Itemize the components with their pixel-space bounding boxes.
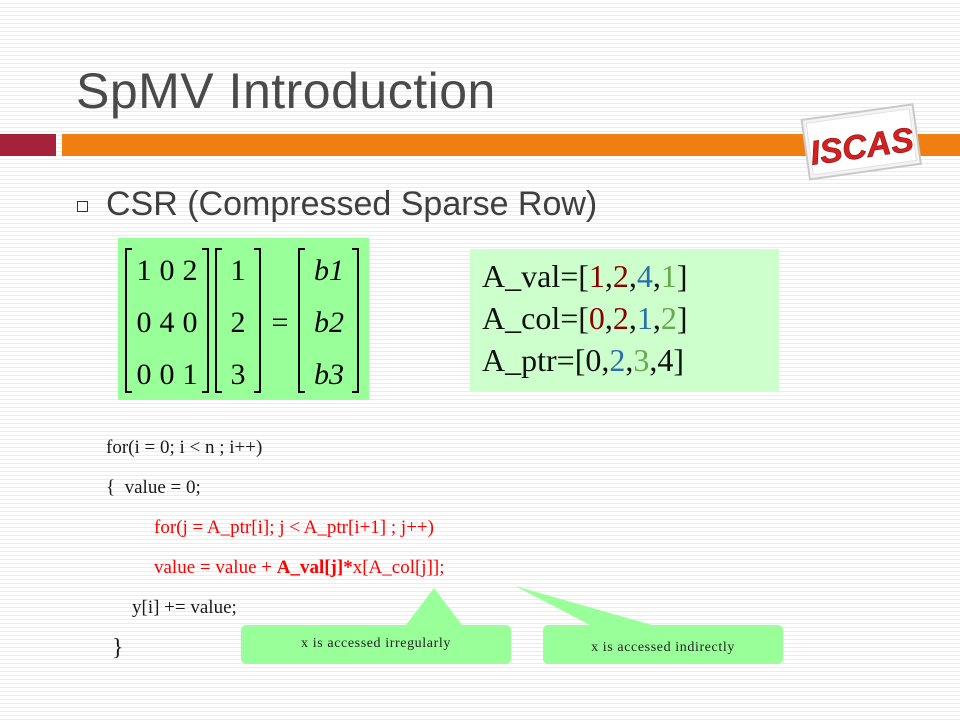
callout-pointer-indirect	[515, 586, 652, 625]
array-close: ]	[676, 258, 688, 294]
array-item: 2	[612, 258, 629, 294]
callout-box-indirect	[543, 625, 783, 664]
matrix-a-cell: 0	[137, 306, 152, 339]
matrix-equation: 1 0 2 0 4 0 0 0 1 1 2 3 = b1 b2 b3	[118, 238, 369, 400]
array-name: A_col=[	[482, 300, 589, 336]
code-line-inner-loop: for(j = A_ptr[i]; j < A_ptr[i+1] ; j++)	[154, 517, 434, 538]
matrix-a-cell: 4	[160, 306, 175, 339]
array-close: ]	[673, 342, 685, 378]
array-item: 0	[588, 300, 605, 336]
matrix-a-brackets	[125, 248, 209, 393]
slide-title: SpMV Introduction	[76, 63, 496, 119]
array-item: 1	[588, 258, 605, 294]
matrix-a-cell: 0	[160, 358, 175, 391]
code-line-store: y[i] += value;	[132, 597, 237, 618]
array-name: A_val=[	[482, 258, 589, 294]
bullet-text: CSR (Compressed Sparse Row)	[106, 185, 598, 223]
array-close: ]	[676, 300, 688, 336]
callout-label-indirect: x is accessed indirectly	[591, 640, 735, 655]
matrix-a-cell: 1	[183, 358, 198, 391]
title-accent-bar-orange	[62, 134, 960, 156]
array-a-col: A_col=[0,2,1,2]	[482, 300, 688, 336]
array-item: 4	[657, 342, 674, 378]
code-line-init: { value = 0;	[106, 477, 201, 498]
array-a-val: A_val=[1,2,4,1]	[482, 258, 688, 294]
vector-b-cell: b2	[314, 306, 344, 339]
vector-b-cell: b1	[314, 254, 344, 287]
code-fragment-highlight: A_val[j]*	[276, 557, 353, 578]
array-item: 1	[660, 258, 677, 294]
code-line-close-brace: }	[112, 635, 124, 661]
array-item: 2	[612, 300, 629, 336]
array-item: 3	[633, 342, 650, 378]
matrix-a-cell: 0	[160, 254, 175, 287]
array-name: A_ptr=[	[482, 342, 586, 378]
array-item: 2	[660, 300, 677, 336]
matrix-a-cell: 0	[183, 306, 198, 339]
callout-box-irregular	[241, 625, 511, 664]
vector-x-cell: 3	[231, 358, 246, 391]
array-a-ptr: A_ptr=[0,2,3,4]	[482, 342, 685, 378]
callout-label-irregular: x is accessed irregularly	[301, 636, 451, 651]
array-item: 0	[585, 342, 602, 378]
vector-b-cell: b3	[314, 358, 344, 391]
matrix-a-cell: 0	[137, 358, 152, 391]
code-line-outer-loop: for(i = 0; i < n ; i++)	[106, 437, 263, 458]
callout-pointer-irregular	[406, 588, 462, 625]
array-item: 1	[636, 300, 653, 336]
code-line-accumulate: value = value + A_val[j]*x[A_col[j]];	[154, 557, 445, 579]
code-fragment: x[A_col[j]];	[352, 557, 445, 578]
array-item: 2	[609, 342, 626, 378]
vector-x-cell: 2	[231, 306, 246, 339]
vector-b-brackets	[298, 248, 359, 393]
bullet-square-icon	[77, 201, 88, 212]
equals-sign: =	[272, 306, 289, 339]
code-fragment: value = value +	[154, 557, 277, 578]
title-accent-bar-red	[0, 134, 56, 156]
matrix-a-cell: 2	[183, 254, 198, 287]
vector-x-cell: 1	[231, 254, 246, 287]
csr-arrays-panel: A_val=[1,2,4,1] A_col=[0,2,1,2] A_ptr=[0…	[470, 249, 779, 391]
matrix-a-cell: 1	[137, 254, 152, 287]
array-item: 4	[636, 258, 653, 294]
iscas-logo: ISCAS	[800, 103, 923, 181]
vector-x-brackets	[215, 248, 261, 393]
